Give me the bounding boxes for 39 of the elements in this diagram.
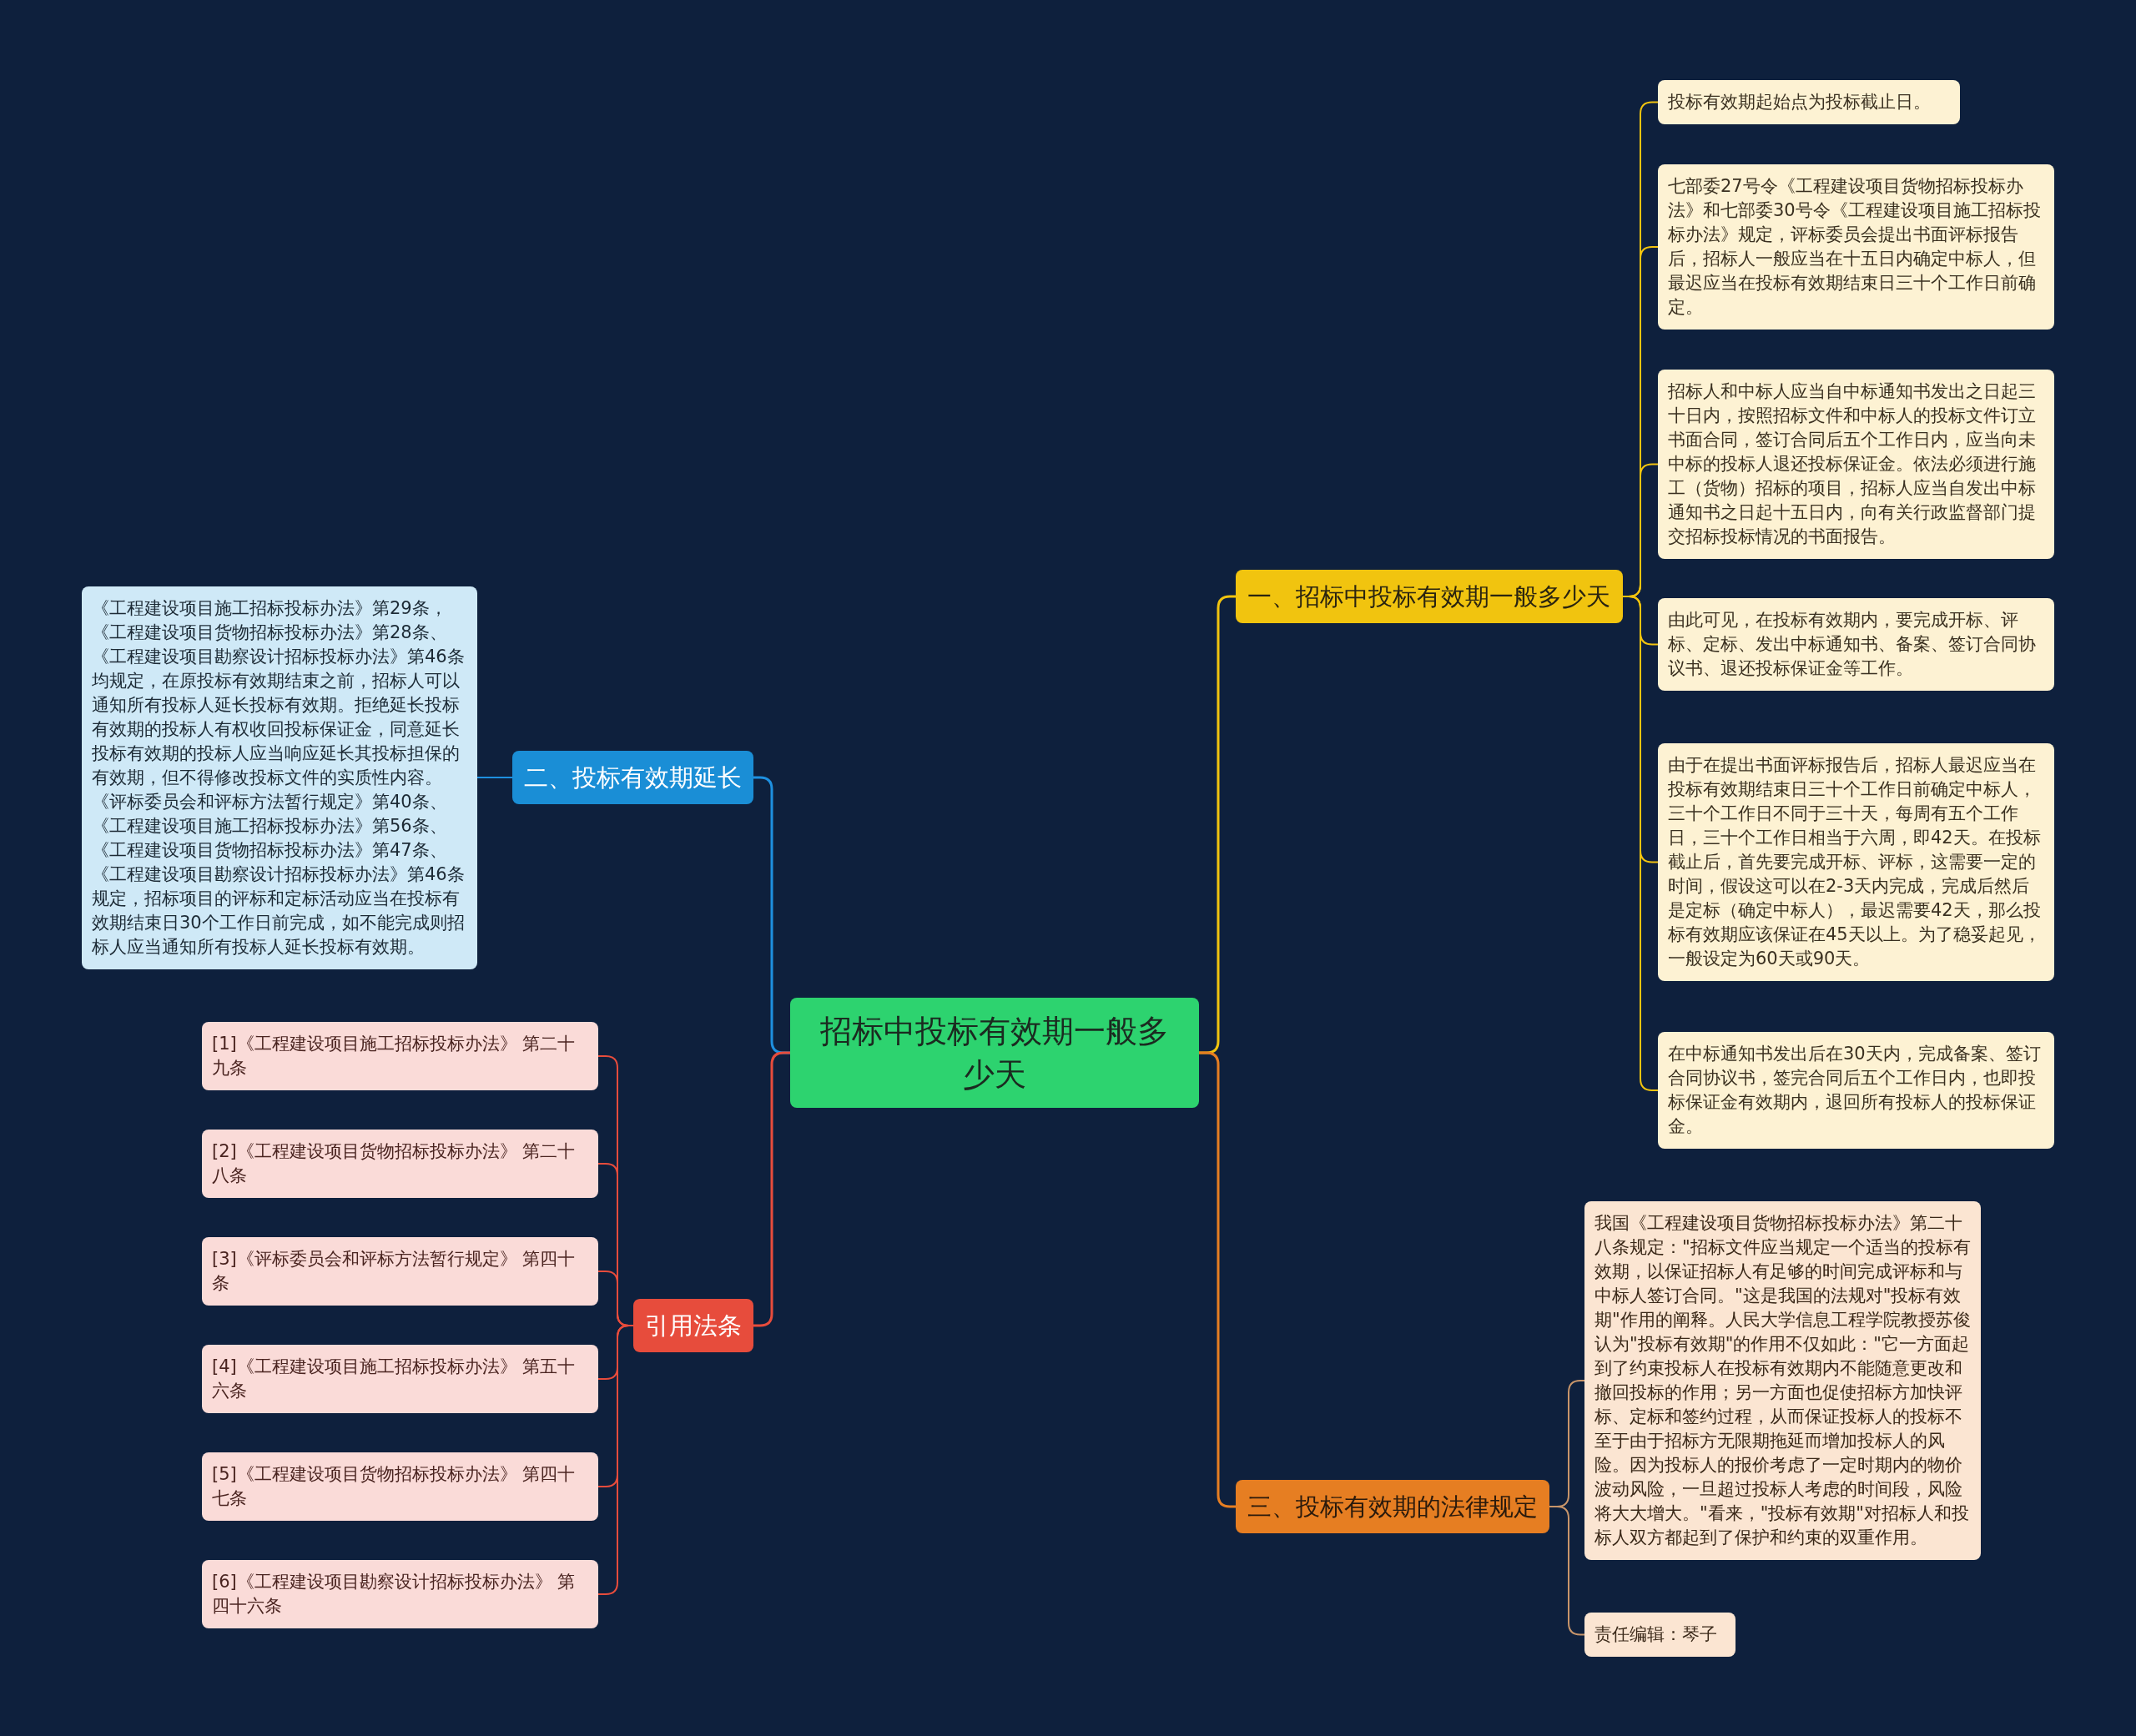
- topic-text: [1]《工程建设项目施工招标投标办法》 第二十九条: [212, 1033, 577, 1079]
- connector-line: [753, 1051, 790, 1327]
- reference-card: [202, 1237, 598, 1306]
- note-card: [1658, 598, 2054, 691]
- topic-text: [6]《工程建设项目勘察设计招标投标办法》 第四十六条: [212, 1571, 577, 1618]
- central-topic: [790, 998, 1199, 1108]
- note-card: [1584, 1613, 1736, 1657]
- topic-text: 三、投标有效期的法律规定: [1247, 1492, 1538, 1522]
- connector-line: [476, 777, 513, 778]
- topic-text: 七部委27号令《工程建设项目货物招标投标办法》和七部委30号令《工程建设项目施工招标投标办法》规定，评标委员会提出书面评标报告后，招标人一般应当在十五日内确定中标人，但最迟应当在投标有效期结束日三十个工作日前确定。: [1668, 175, 2042, 319]
- topic-text: 引用法条: [645, 1311, 742, 1341]
- reference-card: [202, 1345, 598, 1413]
- topic-text: 责任编辑：琴子: [1594, 1623, 1718, 1646]
- branch-topic: [1236, 570, 1623, 623]
- topic-text: 由此可见，在投标有效期内，要完成开标、评标、定标、发出中标通知书、备案、签订合同协议书、退还投标保证金等工作。: [1668, 609, 2037, 680]
- reference-card: [202, 1452, 598, 1521]
- note-card: [1658, 1032, 2054, 1149]
- topic-text: [4]《工程建设项目施工招标投标办法》 第五十六条: [212, 1356, 577, 1402]
- reference-card: [202, 1560, 598, 1628]
- topic-text: [3]《评标委员会和评标方法暂行规定》 第四十条: [212, 1248, 577, 1295]
- topic-text: 二、投标有效期延长: [524, 762, 742, 793]
- topic-text: [2]《工程建设项目货物招标投标办法》 第二十八条: [212, 1140, 577, 1187]
- topic-text: 投标有效期起始点为投标截止日。: [1668, 91, 1932, 113]
- topic-text: 招标人和中标人应当自中标通知书发出之日起三十日内，按照招标文件和中标人的投标文件订立书面合同，签订合同后五个工作日内，应当向未中标的投标人退还投标保证金。依法必须进行施工（货物）招标的项目，招标人应当自发出中标通知书之日起十五日内，向有关行政监督部门提交招标投标情况的书面报告。: [1668, 380, 2037, 548]
- topic-text: 在中标通知书发出后在30天内，完成备案、签订合同协议书，签完合同后五个工作日内，也即投标保证金有效期内，退回所有投标人的投标保证金。: [1668, 1043, 2042, 1138]
- topic-text: 一、招标中投标有效期一般多少天: [1247, 581, 1611, 612]
- note-card: [1658, 370, 2054, 559]
- topic-text: 我国《工程建设项目货物招标投标办法》第二十八条规定："招标文件应当规定一个适当的投标有效期，以保证招标人有足够的时间完成评标和与中标人签订合同。"这是我国的法规对"投标有效期"作用的阐释。人民大学信息工程学院教授苏俊认为"投标有效期"的作用不仅如此："它一方面起到了约束投标人在投标有效期内不能随意更改和撤回投标的作用；另一方面也促使招标方加快评标、定标和签约过程，从而保证投标人的投标不至于由于招标方无限期拖延而增加投标人的风险。因为投标人的报价考虑了一定时期内的物价波动风险，一旦超过投标人考虑的时间段，风险将大大增大。"看来，"投标有效期"对招标人和投标人双方都起到了保护和约束的双重作用。: [1594, 1212, 1971, 1549]
- branch-topic: [512, 751, 753, 804]
- reference-card: [202, 1022, 598, 1090]
- topic-text: 招标中投标有效期一般多少天: [819, 1012, 1170, 1094]
- note-card: [1658, 164, 2054, 330]
- branch-topic: [1236, 1480, 1549, 1533]
- note-card: [1658, 80, 1960, 124]
- topic-text: 《工程建设项目施工招标投标办法》第29条，《工程建设项目货物招标投标办法》第28条、《工程建设项目勘察设计招标投标办法》第46条均规定，在原投标有效期结束之前，招标人可以通知所有投标人延长投标有效期。拒绝延长投标有效期的投标人有权收回投标保证金，同意延长投标有效期的投标人应当响应延长其投标担保的有效期，但不得修改投标文件的实质性内容。《评标委员会和评标方法暂行规定》第40条、《工程建设项目施工招标投标办法》第56条、《工程建设项目货物招标投标办法》第47条、《工程建设项目勘察设计招标投标办法》第46条规定，招标项目的评标和定标活动应当在投标有效期结束日30个工作日前完成，如不能完成则招标人应当通知所有投标人延长投标有效期。: [92, 597, 466, 959]
- topic-text: 由于在提出书面评标报告后，招标人最迟应当在投标有效期结束日三十个工作日前确定中标人，三十个工作日不同于三十天，每周有五个工作日，三十个工作日相当于六周，即42天。在投标截止后，首先要完成开标、评标，这需要一定的时间，假设这可以在2-3天内完成，完成后然后是定标（确定中标人），最迟需要42天，那么投标有效期应该保证在45天以上。为了稳妥起见，一般设定为60天或90天。: [1668, 754, 2042, 970]
- reference-card: [202, 1130, 598, 1198]
- topic-text: [5]《工程建设项目货物招标投标办法》 第四十七条: [212, 1463, 577, 1510]
- branch-topic: [633, 1299, 753, 1352]
